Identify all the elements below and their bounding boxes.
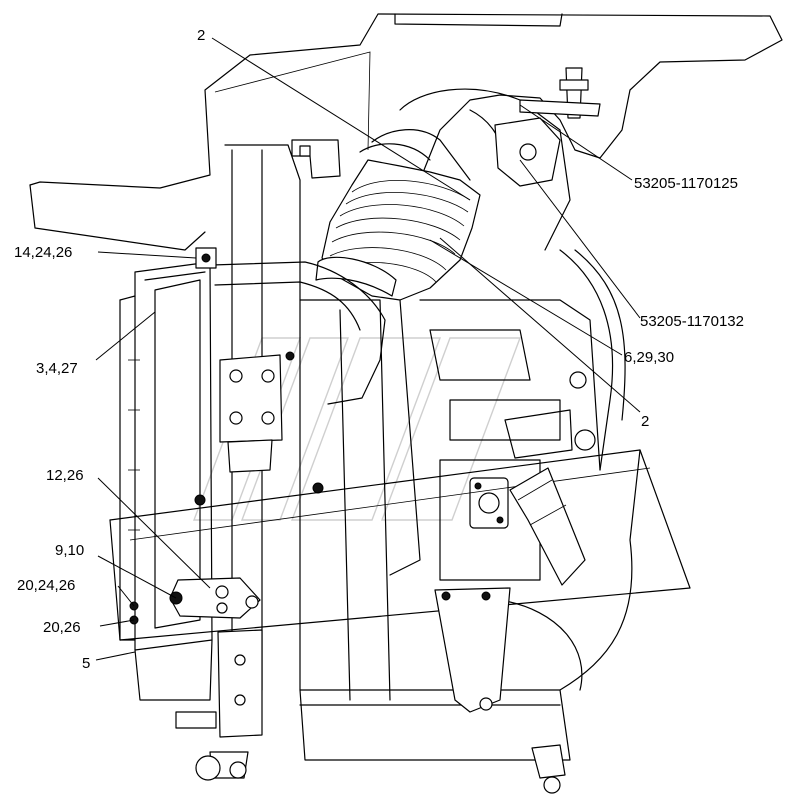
callout-53205-1170125: 53205-1170125 [634,175,738,192]
air-filter-housing [119,144,301,701]
plate-9-10 [129,577,261,625]
callout-6-29-30: 6,29,30 [624,349,674,366]
callout-12-26: 12,26 [46,467,84,484]
elbow-pipe [509,467,586,586]
callout-53205-1170132: 53205-1170132 [640,313,744,330]
callout-20-26: 20,26 [43,619,81,636]
clamp-53205-1170125 [494,67,601,187]
cab-body [29,13,783,251]
support-arm [434,587,511,713]
lower-clamp-5 [175,629,263,781]
callout-9-10: 9,10 [55,542,84,559]
callout-14-24-26: 14,24,26 [14,244,72,261]
callout-2-right: 2 [641,413,649,430]
bracket-upper [291,139,341,179]
mount-bracket [194,351,324,506]
frame-rail [109,449,691,641]
callout-5: 5 [82,655,90,672]
callout-labels: 2 53205-1170125 14,24,26 3,4,27 53205-11… [14,27,744,672]
leader-lines [95,37,641,661]
callout-3-4-27: 3,4,27 [36,360,78,377]
callout-20-24-26: 20,24,26 [17,577,75,594]
engine-block [299,249,626,701]
intake-duct [211,88,571,405]
callout-2-top: 2 [197,27,205,44]
